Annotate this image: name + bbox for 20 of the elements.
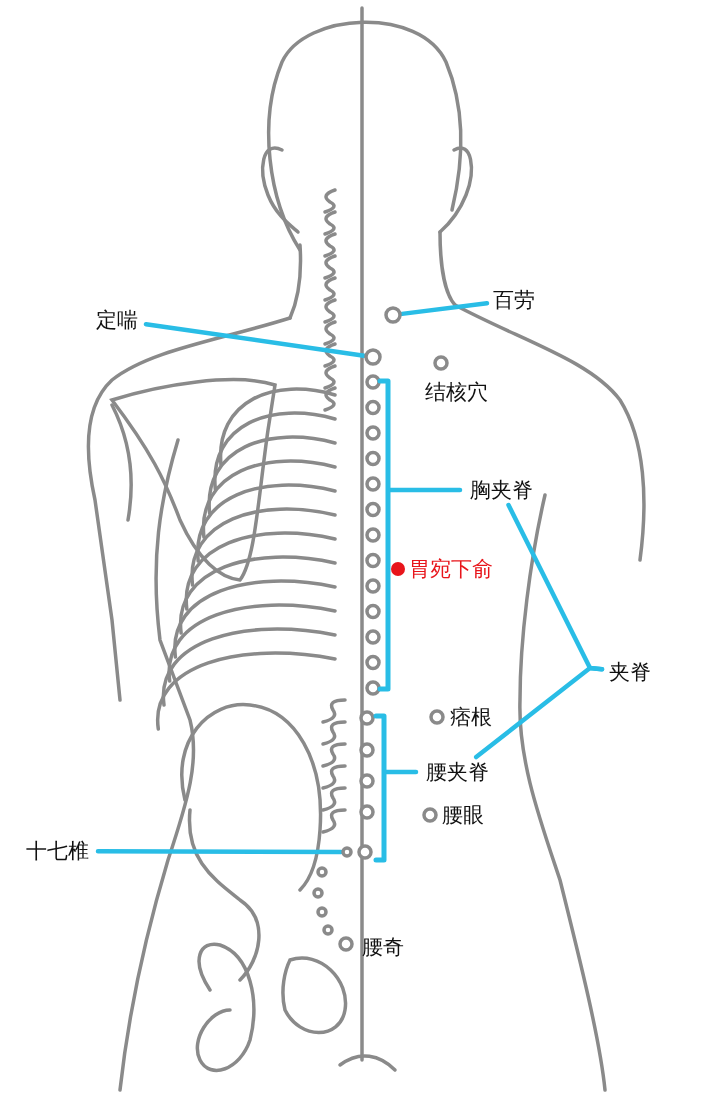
point-label: 腰奇 xyxy=(362,934,404,961)
acupoint-marker xyxy=(341,846,353,858)
point-label: 结核穴 xyxy=(425,379,488,406)
point-label: 十七椎 xyxy=(16,836,98,866)
bracket xyxy=(378,378,392,692)
point-label: 痞根 xyxy=(450,704,492,731)
acupoint-marker xyxy=(364,348,382,366)
point-label: 定喘 xyxy=(88,305,146,335)
point-label: 夹脊 xyxy=(602,657,658,687)
leader-line xyxy=(473,665,605,760)
acupoint-marker xyxy=(384,306,402,324)
point-label: 胸夹脊 xyxy=(460,475,542,505)
bracket xyxy=(374,713,388,863)
leader-line xyxy=(95,848,344,855)
point-label: 胃宛下俞 xyxy=(409,556,493,583)
point-label: 百劳 xyxy=(487,285,541,315)
leader-line xyxy=(143,321,367,358)
leader-line xyxy=(399,301,490,317)
point-label: 腰眼 xyxy=(442,802,484,829)
point-label: 腰夹脊 xyxy=(416,757,498,787)
